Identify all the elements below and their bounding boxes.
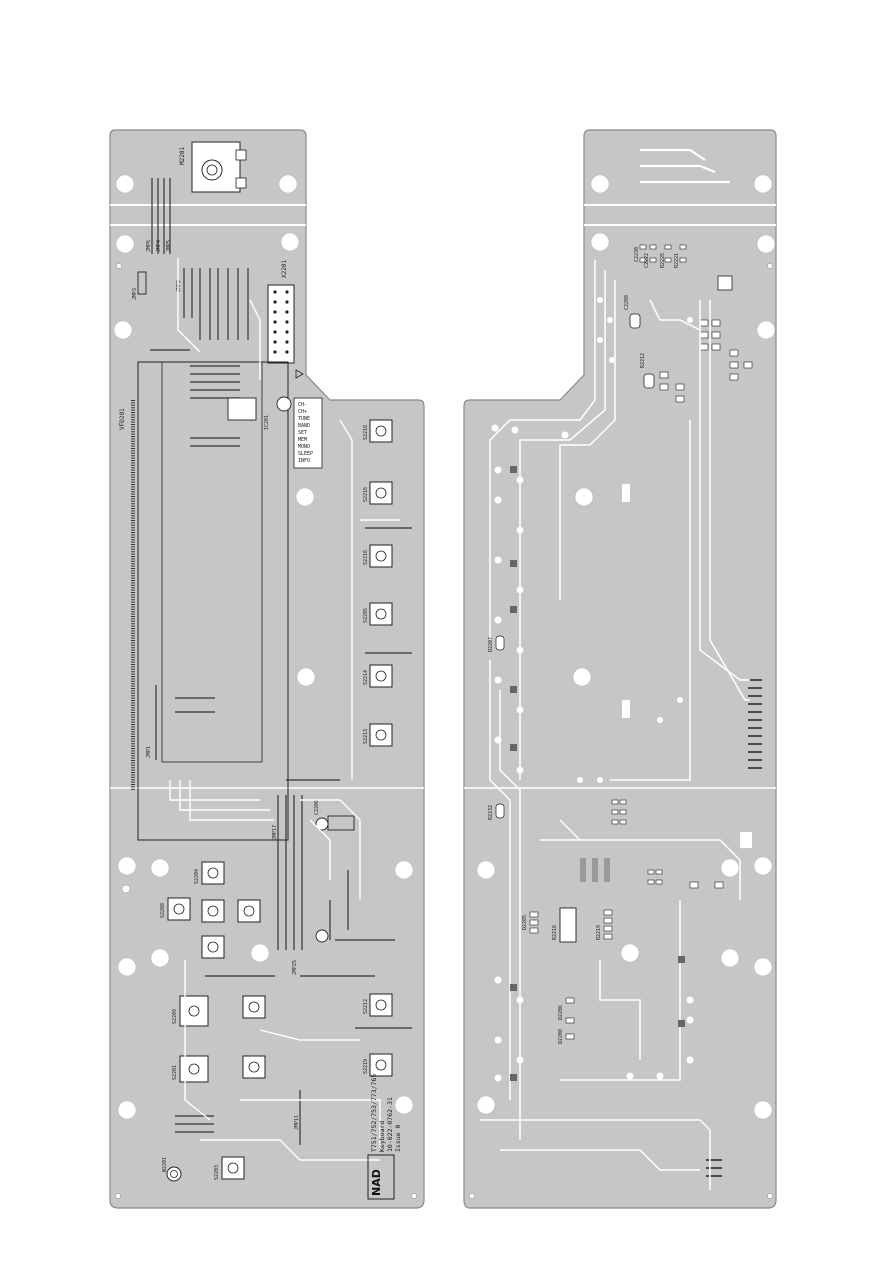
label-d2201: D2205 [522,915,528,930]
label-jmp6: JMP6 [146,240,152,252]
label-d2210: D2207 [488,637,494,652]
legend-1: CH+ [298,409,307,415]
connector-x2201: X2201 [267,260,304,379]
label-s2217: S2216 [363,487,369,502]
left-panel: M2201 X2201 [109,129,425,1209]
board-info-block: NAD T751/752/753/773/765 Keyboard 10-022… [367,1074,402,1200]
label-ic2201: R2216 [552,925,558,940]
right-board-outline [463,129,777,1209]
label-s2213: S2213 [363,729,369,744]
label-jmp21: JMP25 [292,960,298,975]
label-r2221: R2221 [674,253,680,268]
vfd-display-vfd201: VFD201 [119,361,289,841]
label-s2219: S2219 [363,1059,369,1074]
board-models: T751/752/753/773/765 [370,1074,378,1152]
label-s2212: S2212 [363,999,369,1014]
legend-2: TUNE [298,416,310,422]
label-s2203: S2203 [214,1165,220,1180]
label-s2204: S2204 [194,869,200,884]
legend-0: CH- [298,402,307,408]
label-c2208: C2208 [624,295,630,310]
label-d2204: D2208 [558,1029,564,1044]
label-w2201: W2201 [162,1157,168,1172]
legend-4: SET [298,430,307,436]
legend-8: INFO [298,458,310,464]
label-s2216: S2216 [363,550,369,565]
board-name: Keyboard [378,1121,386,1152]
label-x2201: X2201 [281,260,288,278]
label-c2206: C2206 [314,800,320,815]
label-ic201: IC201 [264,415,270,430]
legend-7: SLEEP [298,451,313,457]
label-d2205: D2206 [558,1005,564,1020]
encoder-m2201: M2201 [179,141,247,193]
right-panel: R2216 [463,129,777,1209]
label-m2201: M2201 [179,147,186,165]
label-jmp5: JMP5 [166,240,172,252]
label-jmp11: JMP11 [294,1115,300,1130]
label-s2201: S2201 [172,1065,178,1080]
board-issue: Issue 0 [394,1125,402,1152]
label-jmp3: JMP3 [132,288,138,300]
label-jmp2: JMP2 [176,280,182,292]
label-r2215: R2219 [596,925,602,940]
label-jmp4: JMP4 [156,240,162,252]
legend-3: BAND [298,423,310,429]
label-s2209: S2209 [172,1009,178,1024]
label-c2222: C2222 [644,253,650,268]
label-jmp17: JMP17 [272,825,278,840]
board-part-number: 10-022-0762-31 [386,1097,394,1152]
label-s2218: S2218 [363,425,369,440]
brand-logo: NAD [370,1169,383,1196]
legend-5: MEM [298,437,307,443]
label-s2208: S2208 [160,903,166,918]
label-jmp1: JMP1 [146,746,152,758]
function-legend-block: CH- CH+ TUNE BAND SET MEM MONO SLEEP INF… [293,397,323,469]
label-c2203: R2212 [640,353,646,368]
legend-6: MONO [298,444,310,450]
label-r2225: R2225 [660,253,666,268]
left-board-outline [109,129,425,1209]
label-d2207: R2232 [488,805,494,820]
label-c2230: C2230 [634,247,640,262]
label-s2205: S2205 [363,608,369,623]
label-vfd201: VFD201 [119,408,126,430]
label-s2214: S2214 [363,670,369,685]
ic-ic2201: R2216 [552,907,577,943]
